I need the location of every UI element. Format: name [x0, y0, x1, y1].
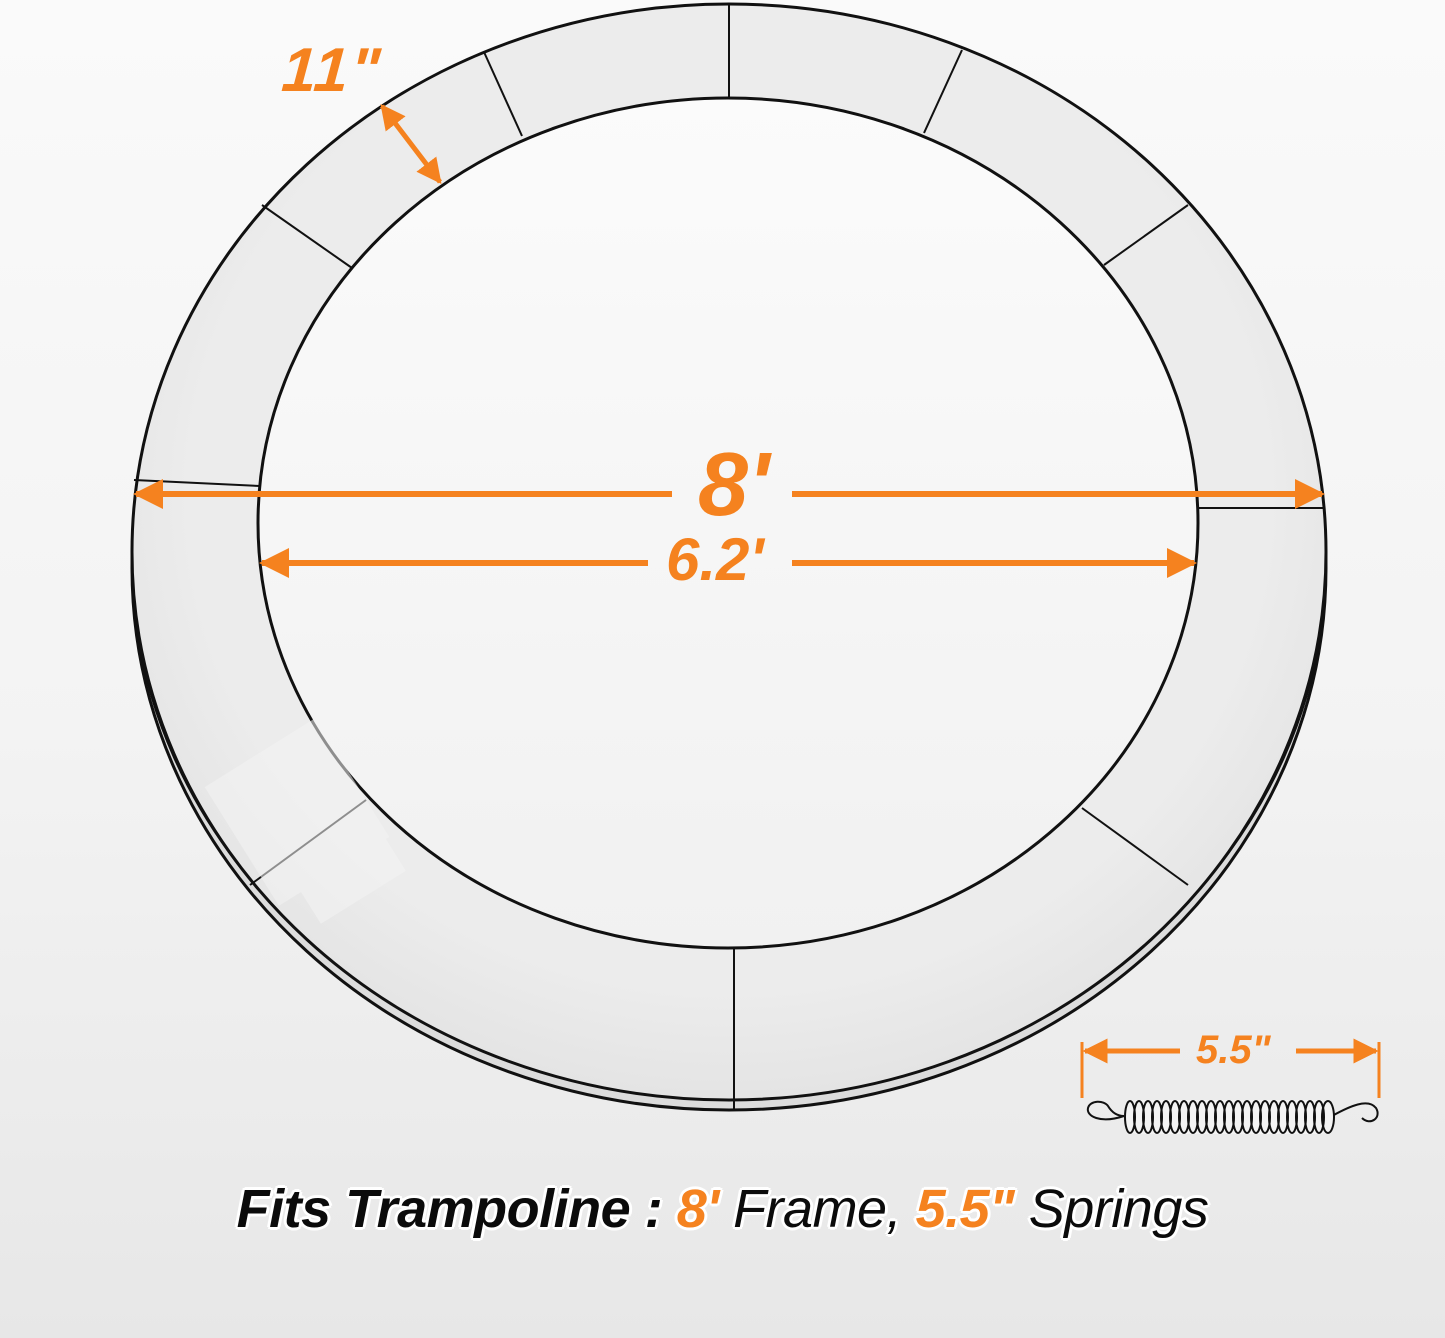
caption-prefix: Fits Trampoline: [236, 1179, 631, 1239]
spring-dimension-arrow: [1080, 1038, 1381, 1098]
caption-frame-label: Frame,: [718, 1179, 916, 1239]
outer-diameter-label: 8': [698, 435, 770, 535]
pad-width-arrow: [380, 104, 442, 184]
spring-icon: [1086, 1100, 1379, 1134]
warning-label-patch: [204, 718, 406, 924]
fit-caption: Fits Trampoline : 8' Frame, 5.5" Springs: [0, 1179, 1445, 1239]
spring-length-label: 5.5": [1196, 1028, 1271, 1072]
pad-width-label: 11": [279, 36, 385, 105]
caption-separator: :: [630, 1179, 677, 1239]
caption-spring-label: Springs: [1014, 1179, 1209, 1239]
caption-spring-value: 5.5": [915, 1179, 1015, 1239]
pad-ring: [130, 2, 1328, 1110]
caption-frame-value: 8': [676, 1179, 719, 1239]
inner-diameter-label: 6.2': [666, 526, 764, 593]
